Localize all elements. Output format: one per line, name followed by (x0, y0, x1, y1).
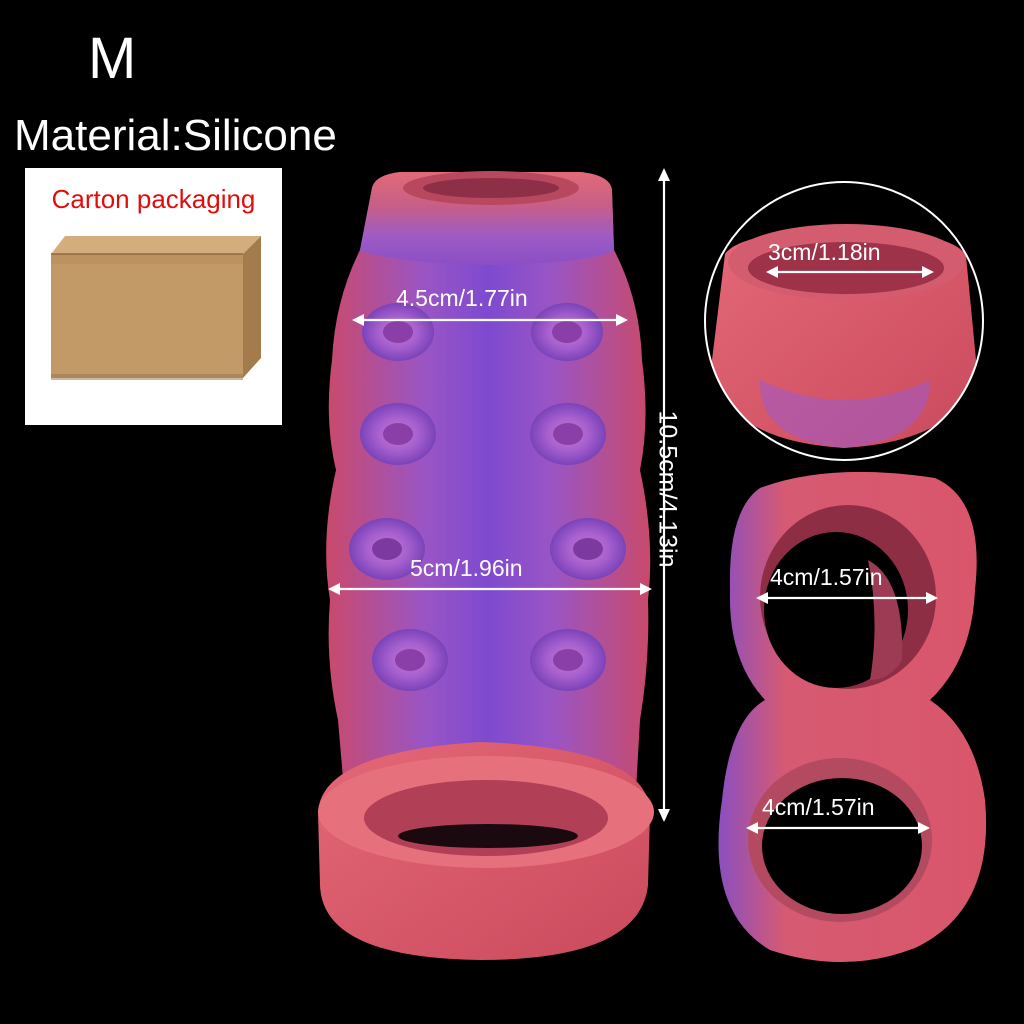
size-label: M (88, 26, 137, 91)
packaging-card: Carton packaging (25, 168, 282, 425)
sleeve-nubs (349, 303, 626, 691)
dimension-height: 10.5cm/4.13in (653, 410, 682, 568)
sleeve-body (318, 171, 654, 960)
material-label: Material:Silicone (14, 111, 337, 160)
packaging-title: Carton packaging (51, 184, 256, 214)
dimension-arrows (328, 168, 938, 834)
cardboard-box-icon (51, 236, 261, 380)
dimension-middle-width: 5cm/1.96in (410, 555, 523, 581)
dimension-ring-upper: 4cm/1.57in (770, 564, 883, 590)
dimension-top-width: 4.5cm/1.77in (396, 285, 528, 311)
opening-detail-circle (704, 181, 984, 461)
dimension-opening: 3cm/1.18in (768, 239, 881, 265)
double-ring (718, 471, 987, 963)
dimension-ring-lower: 4cm/1.57in (762, 794, 875, 820)
